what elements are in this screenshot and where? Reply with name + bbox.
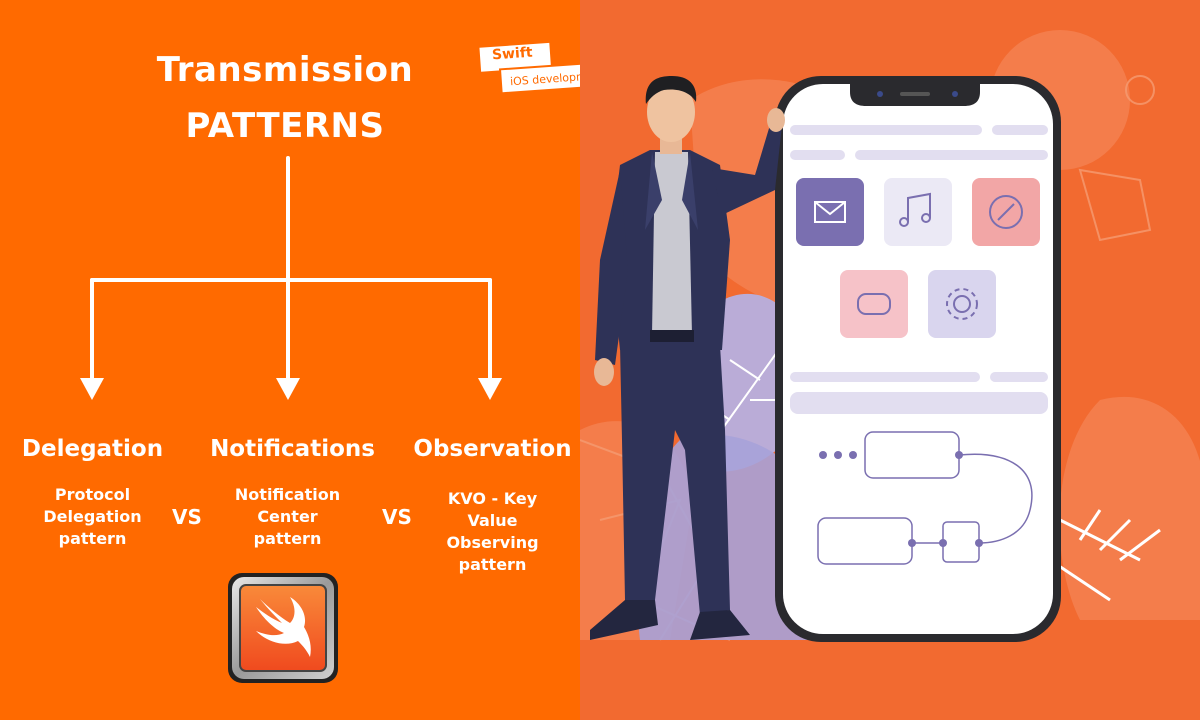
illustration — [580, 30, 1200, 642]
tree-connector — [80, 156, 502, 400]
arrow-down-icon — [478, 378, 502, 400]
mail-tile — [796, 178, 864, 246]
businessman-figure — [590, 76, 785, 640]
swift-logo-icon — [228, 573, 338, 683]
gamepad-tile — [840, 270, 908, 338]
title-line-1: Transmission — [156, 50, 414, 90]
branch-observation: Observation — [413, 436, 572, 462]
gear-tile — [928, 270, 996, 338]
branch-notifications: Notifications — [210, 436, 375, 462]
left-panel: Transmission PATTERNS Delegation Notific… — [0, 0, 580, 720]
vs-label-1: VS — [172, 505, 202, 529]
title-line-2: PATTERNS — [185, 106, 385, 146]
music-tile — [884, 178, 952, 246]
badge-swift-text: Swift — [491, 44, 534, 64]
arrow-down-icon — [276, 378, 300, 400]
branch-delegation: Delegation — [21, 436, 164, 462]
vs-label-2: VS — [382, 505, 412, 529]
leaf-right — [1049, 509, 1161, 602]
arrow-down-icon — [80, 378, 104, 400]
right-panel — [580, 0, 1200, 720]
